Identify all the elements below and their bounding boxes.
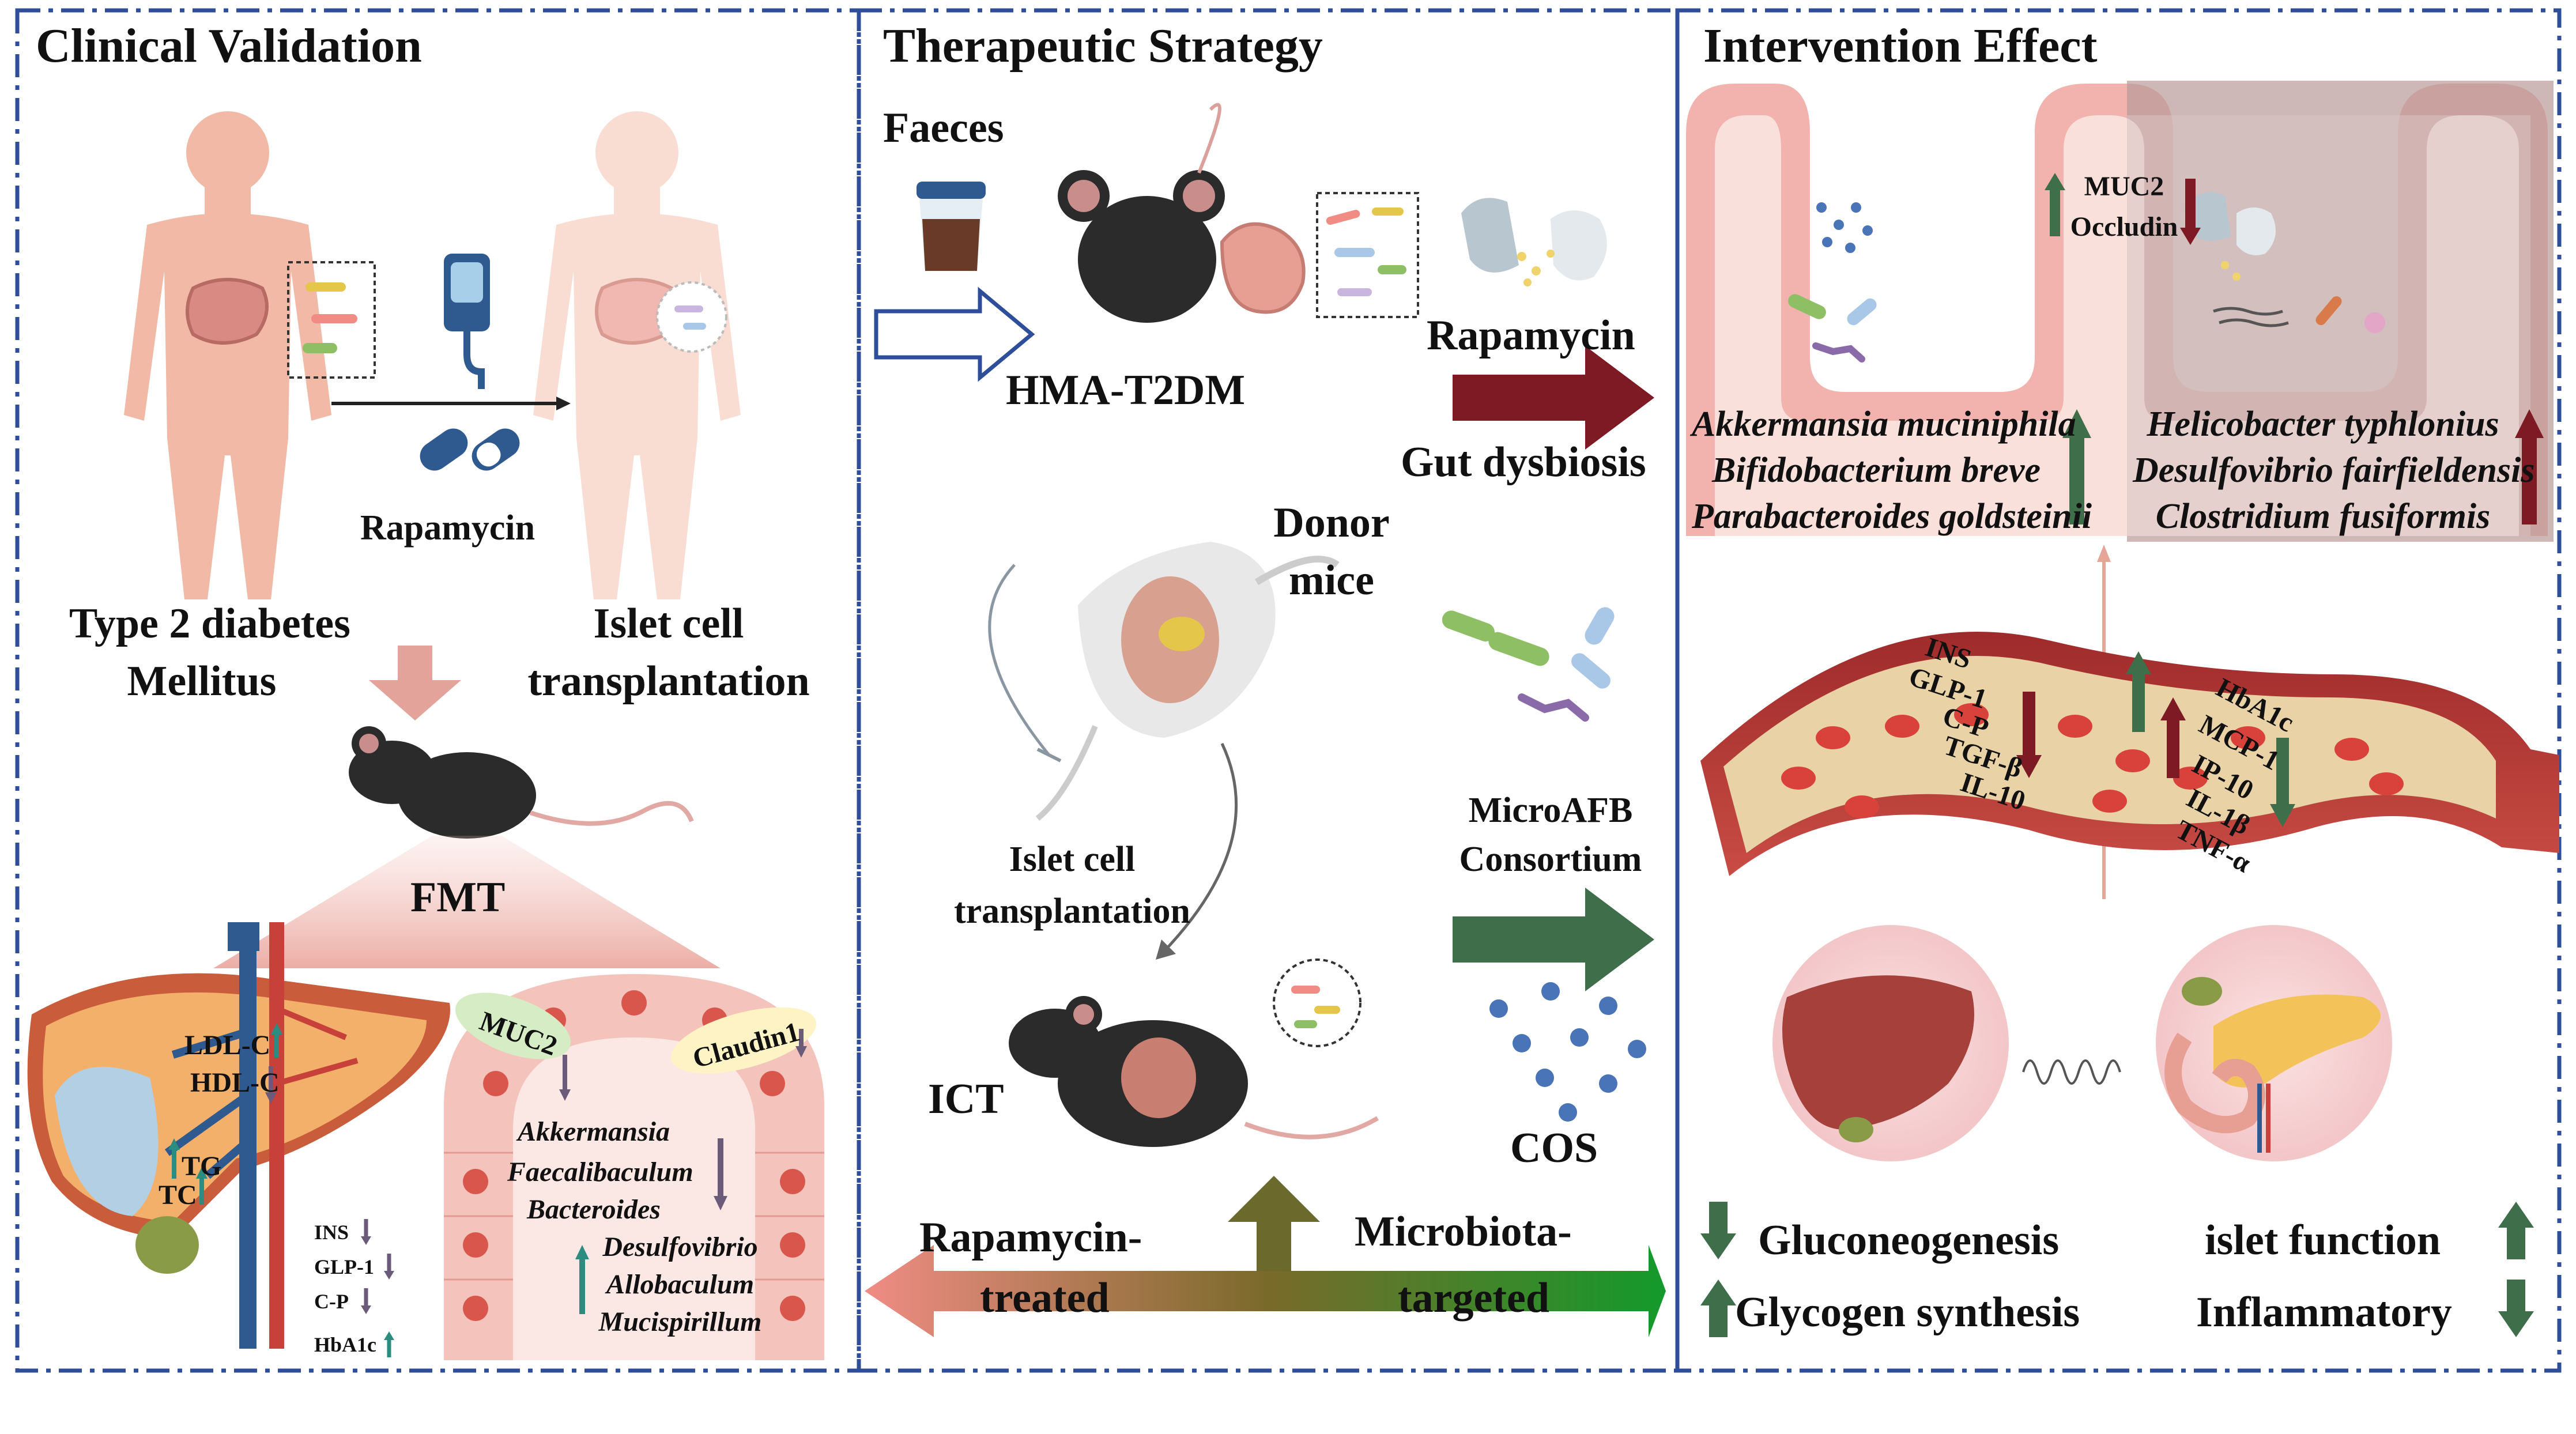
- microafb-bacteria-icon: [1442, 607, 1615, 722]
- strategy-islet-line2: transplantation: [954, 892, 1190, 931]
- blood-vessel-illustration: [1700, 632, 2559, 876]
- rapamycin-treated-line1: Rapamycin-: [919, 1214, 1142, 1261]
- pill-icon: [420, 428, 520, 471]
- ict-label: ICT: [928, 1076, 1004, 1123]
- vessel-arrows: [2016, 651, 2295, 827]
- mouse-gut-icon: [1220, 192, 1419, 318]
- gut-dysbiosis-label: Gut dysbiosis: [1401, 439, 1646, 486]
- good-bacteria-3: Parabacteroides goldsteinii: [1692, 497, 2092, 536]
- t2dm-label-line2: Mellitus: [127, 658, 277, 705]
- bad-bacteria-2: Desulfovibrio fairfieldensis: [2133, 451, 2535, 490]
- bad-bacteria-3: Clostridium fusiformis: [2155, 497, 2491, 536]
- liver-marker-tc: TC: [159, 1180, 197, 1210]
- connection-wave: [2022, 1059, 2121, 1085]
- strategy-islet-line1: Islet cell: [1009, 840, 1136, 879]
- liver-illustration: [27, 922, 451, 1349]
- donor-label-line2: mice: [1289, 557, 1374, 604]
- glycogen-label: Glycogen synthesis: [1735, 1289, 2080, 1336]
- islet-label-line1: Islet cell: [593, 600, 744, 647]
- faeces-label: Faeces: [883, 104, 1004, 152]
- microafb-label-line2: Consortium: [1459, 840, 1642, 879]
- barrier-label-line2: Occludin: [2070, 212, 2178, 242]
- effect-frame: [1675, 8, 2562, 1373]
- bacteria-down-2: Faecalibaculum: [507, 1157, 693, 1187]
- rapamycin-treated-line2: treated: [980, 1274, 1110, 1322]
- gluconeogenesis-label: Gluconeogenesis: [1758, 1217, 2060, 1264]
- liver-marker-tg: TG: [182, 1151, 222, 1182]
- islet-label-line2: transplantation: [527, 658, 810, 705]
- iv-bag-icon: [444, 254, 490, 389]
- human-gut-right: [595, 278, 727, 353]
- hollow-arrow: [874, 286, 1035, 382]
- pancreas-circle-icon: [2156, 925, 2392, 1161]
- bottom-double-arrow: [865, 1176, 1666, 1337]
- serum-marker-arrows: [361, 1219, 394, 1357]
- effect-bottom-arrows: [1700, 1202, 2534, 1337]
- donor-label-line1: Donor: [1273, 499, 1390, 546]
- bacteria-up-1: Desulfovibrio: [602, 1232, 758, 1262]
- capsule-icon: [1461, 198, 1607, 286]
- strategy-frame: [857, 8, 1680, 1373]
- serum-marker-cp: C-P: [314, 1290, 349, 1313]
- good-bacteria-2: Bifidobacterium breve: [1712, 451, 2041, 490]
- t2dm-label-line1: Type 2 diabetes: [69, 600, 350, 647]
- bacteria-list-arrows: [2062, 409, 2544, 524]
- ict-mouse-icon: [1009, 958, 1379, 1147]
- cos-dots-icon: [1489, 982, 1646, 1122]
- hma-label: HMA-T2DM: [1006, 367, 1246, 414]
- liver-circle-icon: [1772, 925, 2009, 1161]
- clinical-down-arrow: [369, 646, 461, 720]
- fmt-mouse-icon: [349, 726, 694, 839]
- liver-marker-arrows: [168, 1023, 282, 1205]
- clinical-gut-arch: [444, 974, 824, 1360]
- bacteria-down-3: Bacteroides: [527, 1194, 661, 1225]
- islet-function-label: islet function: [2205, 1217, 2441, 1264]
- bacteria-up-2: Allobaculum: [606, 1269, 755, 1300]
- human-gut-left: [186, 261, 376, 379]
- barrier-label-line1: MUC2: [2084, 171, 2164, 202]
- rapamycin-arrow: [1453, 346, 1654, 450]
- clinical-rapamycin-label: Rapamycin: [360, 508, 535, 548]
- liver-marker-hdl: HDL-C: [190, 1067, 280, 1098]
- good-bacteria-1: Akkermansia muciniphila: [1692, 405, 2076, 444]
- faeces-cup-icon: [917, 182, 986, 271]
- clinical-title: Clinical Validation: [36, 19, 422, 73]
- donor-mouse-icon: [1035, 542, 1340, 821]
- bad-bacteria-1: Helicobacter typhlonius: [2147, 405, 2499, 444]
- serum-marker-hba1c: HbA1c: [314, 1333, 376, 1356]
- strategy-title: Therapeutic Strategy: [883, 19, 1323, 73]
- bacteria-down-1: Akkermansia: [517, 1116, 670, 1147]
- hma-mouse-icon: [1058, 103, 1225, 323]
- liver-marker-ldl: LDL-C: [184, 1030, 271, 1061]
- clinical-frame: [15, 8, 861, 1373]
- microafb-arrow: [1453, 888, 1654, 991]
- serum-marker-glp1: GLP-1: [314, 1255, 374, 1278]
- barrier-arrows: [2045, 173, 2201, 245]
- fmt-beam: [213, 836, 721, 968]
- microafb-label-line1: MicroAFB: [1468, 791, 1633, 830]
- strategy-rapamycin-label: Rapamycin: [1427, 312, 1635, 359]
- microbiota-targeted-line1: Microbiota-: [1355, 1208, 1572, 1255]
- bacteria-up-3: Mucispirillum: [598, 1307, 762, 1337]
- transplant-curve: [1163, 742, 1238, 952]
- panel-frames: [15, 8, 2562, 1373]
- microbiota-targeted-line2: targeted: [1398, 1274, 1549, 1322]
- gut-arch-arrows: [559, 1029, 807, 1314]
- intestine-villi-illustration: [1686, 81, 2554, 542]
- human-figure-left: [124, 111, 331, 599]
- inhibit-curve: [988, 564, 1050, 756]
- cos-label: COS: [1510, 1124, 1598, 1172]
- fmt-label: FMT: [410, 874, 506, 921]
- effect-title: Intervention Effect: [1703, 19, 2098, 73]
- inflammatory-label: Inflammatory: [2196, 1289, 2452, 1336]
- serum-marker-ins: INS: [314, 1221, 349, 1244]
- human-figure-right: [533, 111, 741, 599]
